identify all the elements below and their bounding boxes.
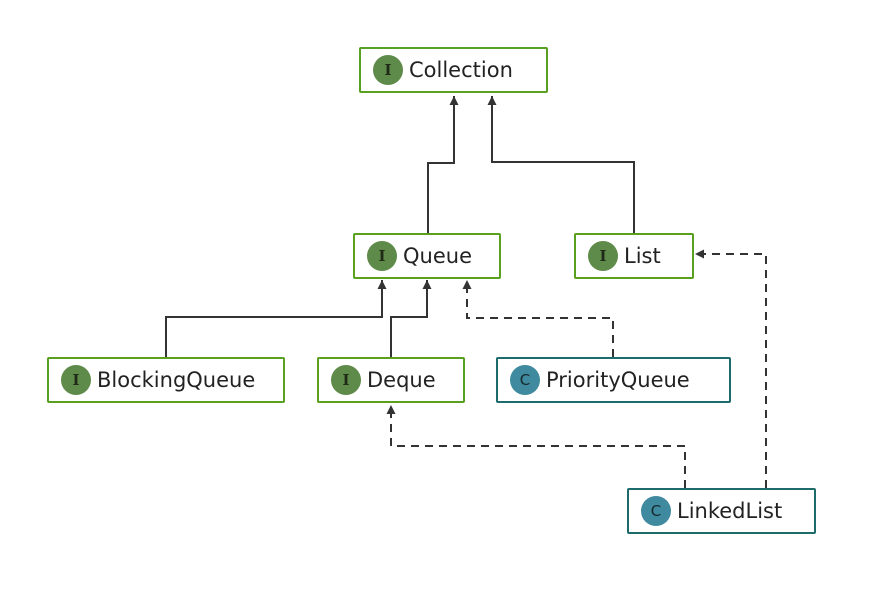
edge-deque-to-queue bbox=[390, 280, 432, 357]
interface-icon: I bbox=[331, 365, 361, 395]
interface-icon: I bbox=[373, 55, 403, 85]
node-label: LinkedList bbox=[677, 499, 783, 523]
node-label: PriorityQueue bbox=[546, 368, 690, 392]
node-list[interactable]: I List bbox=[574, 233, 694, 279]
node-label: BlockingQueue bbox=[97, 368, 256, 392]
class-icon: C bbox=[510, 365, 540, 395]
node-queue[interactable]: I Queue bbox=[353, 233, 501, 279]
node-priorityqueue[interactable]: C PriorityQueue bbox=[496, 357, 731, 403]
edge-blockingqueue-to-queue bbox=[165, 280, 387, 357]
node-deque[interactable]: I Deque bbox=[317, 357, 465, 403]
edge-linkedlist-to-list bbox=[695, 249, 767, 488]
node-label: List bbox=[624, 244, 661, 268]
node-label: Deque bbox=[367, 368, 436, 392]
node-linkedlist[interactable]: C LinkedList bbox=[627, 488, 816, 534]
edge-priorityqueue-to-queue bbox=[462, 280, 614, 357]
edge-linkedlist-to-deque bbox=[386, 405, 686, 488]
interface-icon: I bbox=[588, 241, 618, 271]
interface-icon: I bbox=[61, 365, 91, 395]
interface-icon: I bbox=[367, 241, 397, 271]
node-label: Collection bbox=[409, 58, 513, 82]
node-label: Queue bbox=[403, 244, 472, 268]
node-collection[interactable]: I Collection bbox=[359, 47, 548, 93]
edge-queue-to-collection bbox=[427, 96, 459, 233]
node-blockingqueue[interactable]: I BlockingQueue bbox=[47, 357, 285, 403]
edge-list-to-collection bbox=[487, 96, 635, 233]
class-icon: C bbox=[641, 496, 671, 526]
